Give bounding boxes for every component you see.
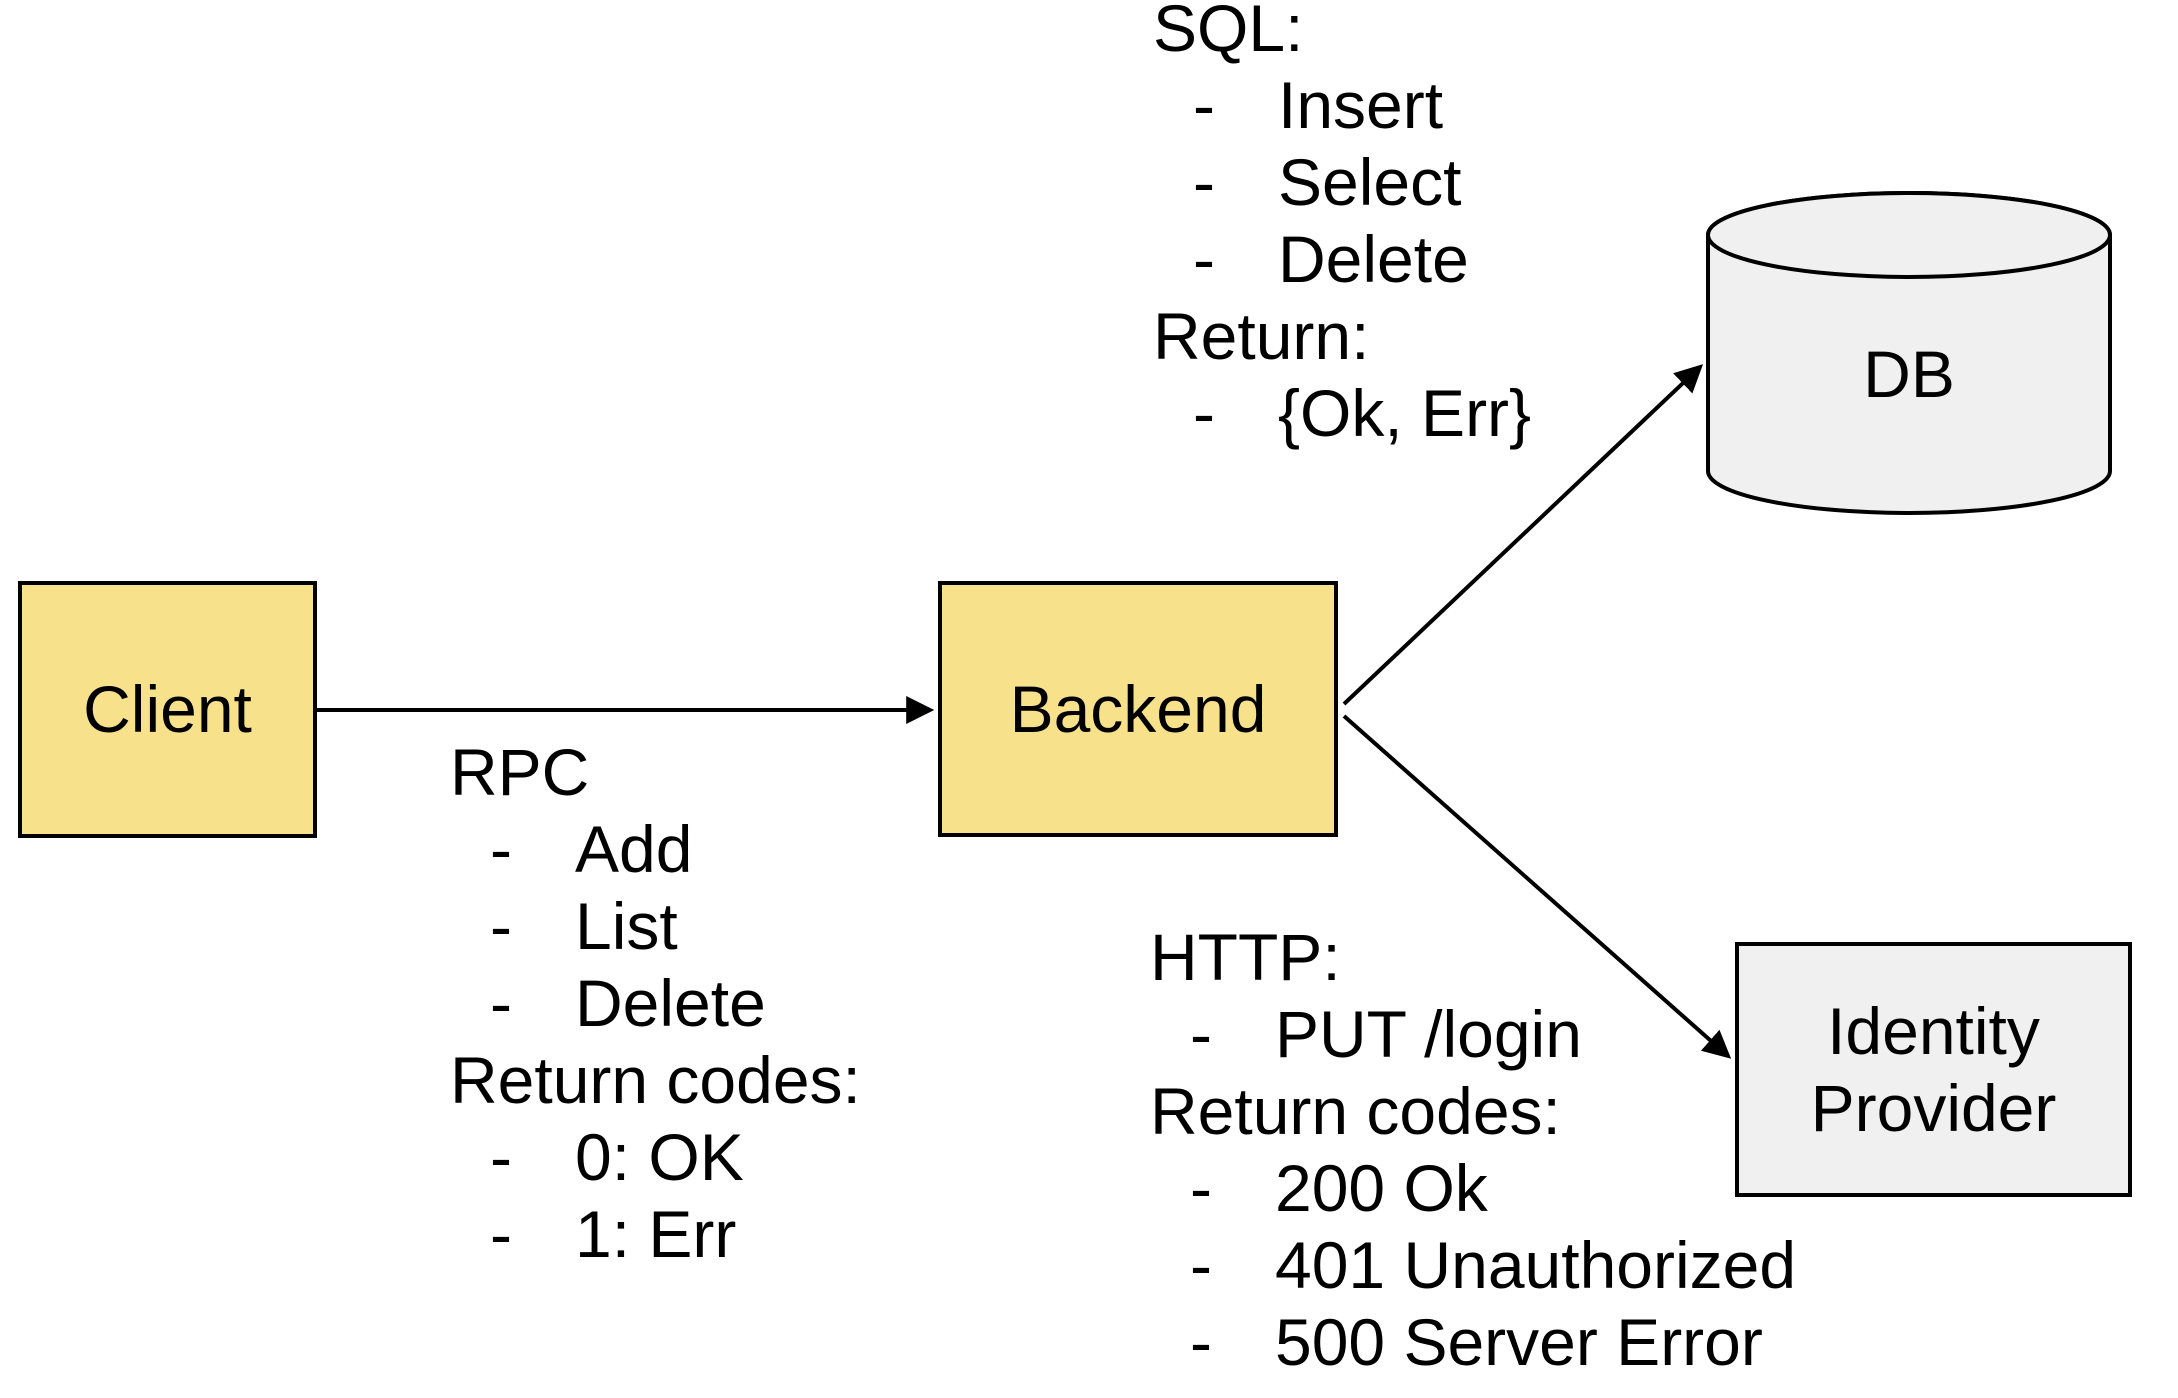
- bullet-dash: -: [490, 889, 512, 963]
- list-item-text: 1: Err: [575, 1197, 737, 1271]
- bullet-dash: -: [490, 812, 512, 886]
- backend-node: Backend: [938, 581, 1338, 837]
- annotation-http: HTTP: -PUT /login Return codes: -200 Ok …: [1150, 919, 1796, 1381]
- bullet-dash: -: [1193, 68, 1215, 142]
- bullet-dash: -: [1190, 1228, 1212, 1302]
- list-item-text: {Ok, Err}: [1278, 376, 1532, 450]
- annotation-title: HTTP:: [1150, 920, 1341, 994]
- list-item: -401 Unauthorized: [1150, 1227, 1796, 1304]
- list-item: -200 Ok: [1150, 1150, 1796, 1227]
- bullet-dash: -: [1193, 376, 1215, 450]
- bullet-dash: -: [1190, 997, 1212, 1071]
- list-item: -Delete: [450, 965, 861, 1042]
- list-item-text: Insert: [1278, 68, 1444, 142]
- client-node: Client: [18, 581, 317, 838]
- identity-provider-label: Identity Provider: [1810, 993, 2057, 1145]
- list-item: -500 Server Error: [1150, 1304, 1796, 1381]
- bullet-dash: -: [490, 966, 512, 1040]
- annotation-title: RPC: [450, 735, 590, 809]
- list-item-text: List: [575, 889, 678, 963]
- annotation-sql: SQL: -Insert -Select -Delete Return: -{O…: [1153, 0, 1531, 452]
- backend-label: Backend: [1009, 671, 1267, 746]
- list-item-text: 500 Server Error: [1275, 1305, 1763, 1379]
- annotation-return-title: Return codes:: [450, 1043, 861, 1117]
- bullet-dash: -: [1193, 222, 1215, 296]
- client-label: Client: [83, 672, 252, 746]
- list-item-text: Delete: [575, 966, 766, 1040]
- bullet-dash: -: [1190, 1151, 1212, 1225]
- identity-provider-node: Identity Provider: [1735, 942, 2132, 1197]
- bullet-dash: -: [490, 1120, 512, 1194]
- bullet-dash: -: [1193, 145, 1215, 219]
- list-item: -{Ok, Err}: [1153, 375, 1531, 452]
- list-item: -Insert: [1153, 67, 1531, 144]
- list-item: -PUT /login: [1150, 996, 1796, 1073]
- edge-backend-idp: [1342, 714, 1732, 1059]
- edge-backend-db: [1342, 364, 1704, 706]
- list-item-text: PUT /login: [1275, 997, 1582, 1071]
- list-item-text: 401 Unauthorized: [1275, 1228, 1797, 1302]
- db-cylinder-shape: [1706, 191, 2112, 515]
- bullet-dash: -: [1190, 1305, 1212, 1379]
- db-node-label-area: DB: [1708, 235, 2110, 513]
- bullet-dash: -: [490, 1197, 512, 1271]
- db-label: DB: [1863, 336, 1955, 411]
- list-item: -0: OK: [450, 1119, 861, 1196]
- list-item-text: 200 Ok: [1275, 1151, 1488, 1225]
- list-item: -1: Err: [450, 1196, 861, 1273]
- list-item: -List: [450, 888, 861, 965]
- list-item: -Select: [1153, 144, 1531, 221]
- annotation-return-title: Return:: [1153, 299, 1370, 373]
- list-item: -Delete: [1153, 221, 1531, 298]
- annotation-rpc: RPC -Add -List -Delete Return codes: -0:…: [450, 734, 861, 1273]
- list-item-text: Add: [575, 812, 693, 886]
- annotation-return-title: Return codes:: [1150, 1074, 1561, 1148]
- list-item-text: 0: OK: [575, 1120, 744, 1194]
- annotation-title: SQL:: [1153, 0, 1304, 65]
- list-item-text: Delete: [1278, 222, 1469, 296]
- list-item-text: Select: [1278, 145, 1462, 219]
- list-item: -Add: [450, 811, 861, 888]
